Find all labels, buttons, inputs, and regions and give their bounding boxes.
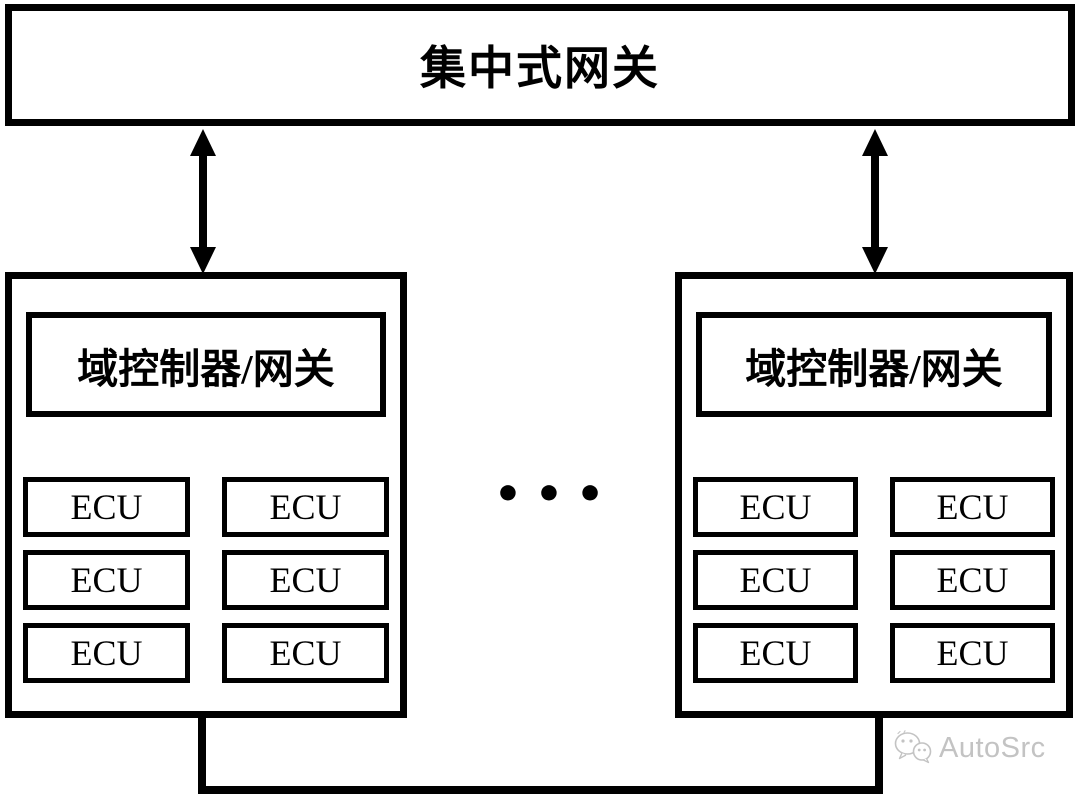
ecu-box: ECU [890,550,1055,610]
ecu-box: ECU [23,550,190,610]
ecu-box: ECU [890,477,1055,537]
arrow-shaft [871,147,879,256]
arrow-shaft [199,147,207,256]
double-arrow-icon [190,129,216,274]
connector-line-left [198,714,206,794]
ellipsis-dots: ••• [493,469,618,520]
ecu-box: ECU [23,477,190,537]
ecu-box: ECU [222,477,389,537]
arrowhead-down [862,247,888,274]
ecu-box: ECU [693,550,858,610]
domain-controller-box: 域控制器/网关 [696,312,1052,417]
ecu-box: ECU [222,550,389,610]
ecu-box: ECU [693,477,858,537]
centralized-gateway-label: 集中式网关 [420,43,660,94]
ecu-box: ECU [890,623,1055,683]
domain-box-right: 域控制器/网关 ECU ECU ECU ECU ECU ECU [675,272,1073,718]
double-arrow-icon [862,129,888,274]
ellipsis-icon: ••• [494,470,604,520]
watermark: AutoSrc [892,727,1046,769]
domain-controller-box: 域控制器/网关 [26,312,386,417]
ecu-grid: ECU ECU ECU ECU ECU ECU [23,477,389,683]
domain-controller-label: 域控制器/网关 [745,345,1003,392]
domain-controller-label: 域控制器/网关 [77,345,335,392]
ecu-box: ECU [693,623,858,683]
wechat-icon [892,730,934,766]
ecu-box: ECU [23,623,190,683]
centralized-gateway-box: 集中式网关 [5,4,1075,126]
ecu-grid: ECU ECU ECU ECU ECU ECU [693,477,1055,683]
watermark-label: AutoSrc [939,731,1046,764]
ecu-box: ECU [222,623,389,683]
connector-line-bottom [198,786,883,794]
connector-line-right [875,714,883,794]
arrowhead-down [190,247,216,274]
domain-box-left: 域控制器/网关 ECU ECU ECU ECU ECU ECU [5,272,407,718]
